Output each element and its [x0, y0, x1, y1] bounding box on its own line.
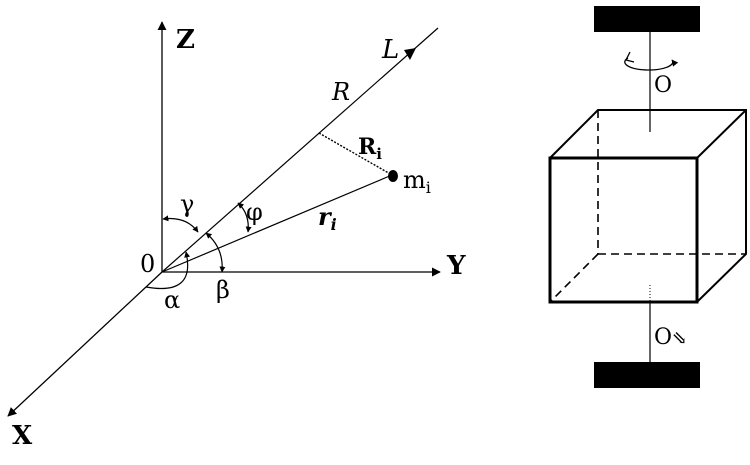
cube-top-right-edge: [696, 109, 747, 159]
bottom-support-bar: [594, 362, 700, 388]
origin-label: 0: [140, 250, 155, 278]
x-axis: [7, 271, 163, 417]
angle-gamma-arc: [162, 215, 199, 233]
bottom-axis-label: O⇘: [654, 325, 687, 350]
cube-front-face: [548, 156, 699, 304]
angle-alpha-label: α: [164, 286, 180, 314]
angle-alpha-arc: [145, 251, 191, 290]
angle-gamma-label: γ: [180, 190, 194, 218]
rotation-arrow-icon: [624, 57, 679, 71]
axis-l-label: L: [381, 35, 399, 65]
top-axis-label: O: [654, 73, 672, 98]
axis-l-line: [161, 27, 439, 273]
top-support-bar: [594, 6, 700, 32]
axis-l-arrowhead: [404, 48, 416, 60]
cube-hidden-edge-diagonal: [549, 253, 599, 303]
segment-r-label: R: [331, 78, 350, 106]
perpendicular-ri-label: Ri: [358, 134, 382, 163]
radius-ri-label: ri: [318, 202, 337, 234]
rotating-cube-figure: O O⇘: [548, 6, 747, 388]
angle-beta-label: β: [216, 276, 230, 304]
angle-phi-arc: [237, 202, 252, 233]
angle-beta-arc: [205, 232, 226, 273]
y-axis-label: Y: [446, 251, 466, 281]
mass-label: mi: [403, 166, 431, 197]
z-axis-label: Z: [176, 25, 195, 55]
perpendicular-ri-line: [318, 132, 393, 176]
radius-ri-line: [161, 174, 393, 273]
x-axis-label: X: [12, 421, 33, 451]
angle-phi-label: φ: [246, 198, 263, 226]
mass-point: [388, 170, 398, 182]
coordinate-system: Z Y X 0 L R Ri ri mi γ φ β α: [7, 21, 466, 451]
rotation-arrow-tail-icon: [625, 51, 635, 63]
